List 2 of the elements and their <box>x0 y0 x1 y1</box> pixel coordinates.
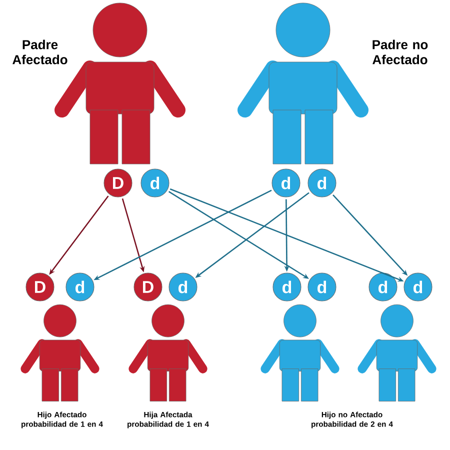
caption: Padre Afectado <box>12 40 68 64</box>
caption: Padre no Afectado <box>372 40 428 64</box>
